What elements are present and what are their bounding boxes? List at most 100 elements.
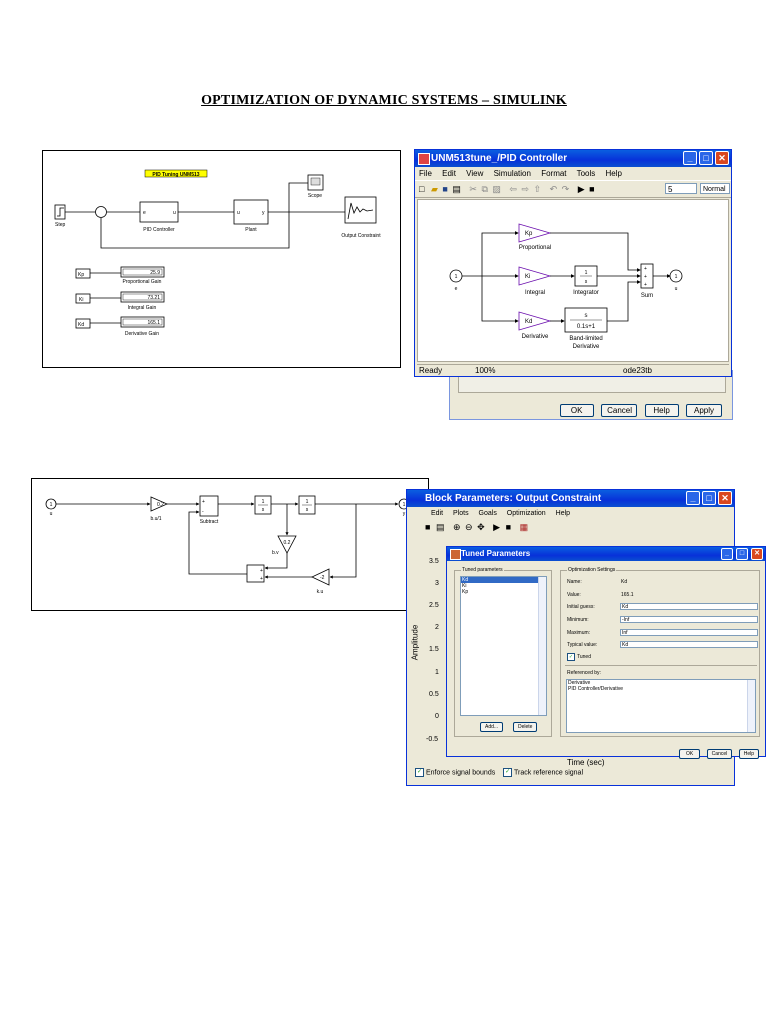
out-port-num: 1 — [675, 274, 678, 280]
kp-gain[interactable] — [518, 223, 552, 243]
bp-save-icon[interactable]: ■ — [425, 522, 431, 532]
tuned-checkbox[interactable]: ✓ — [567, 653, 575, 661]
close-button[interactable]: ✕ — [715, 151, 729, 165]
bp-close-button[interactable]: ✕ — [718, 491, 732, 505]
param-item-ki[interactable]: Ki — [462, 583, 467, 589]
stop-time-field[interactable]: 5 — [665, 183, 697, 194]
cut-icon[interactable]: ✂ — [469, 184, 477, 194]
ki-gain[interactable] — [518, 266, 552, 286]
forward-icon[interactable]: ⇨ — [521, 184, 530, 194]
delete-button[interactable]: Delete — [513, 722, 538, 732]
menu-edit[interactable]: Edit — [442, 169, 456, 178]
gain-kd-var: Kd — [78, 322, 84, 328]
param-item-kd[interactable]: Kd — [461, 577, 540, 583]
enforce-bounds-checkbox[interactable]: ✓ — [415, 768, 424, 777]
copy-icon[interactable]: ⧉ — [481, 184, 488, 194]
sum-block[interactable] — [640, 263, 654, 289]
pid-in: e — [143, 210, 146, 216]
ref-scrollbar[interactable] — [747, 680, 755, 732]
zoom-out-icon[interactable]: ⊖ — [465, 522, 473, 532]
print-icon[interactable]: ▤ — [452, 184, 461, 194]
maximum-field[interactable]: Inf — [620, 629, 758, 636]
m2-gain1[interactable] — [150, 496, 168, 512]
menu-view[interactable]: View — [466, 169, 484, 178]
play-icon[interactable]: ▶ — [577, 184, 585, 194]
zoom-in-icon[interactable]: ⊕ — [452, 522, 461, 532]
gain-kd[interactable]: Kd 165.1 Derivative Gain — [75, 316, 165, 337]
menu-file[interactable]: File — [419, 169, 432, 178]
track-reference-checkbox[interactable]: ✓ — [503, 768, 513, 777]
tuned-minimize-button[interactable]: _ — [721, 548, 733, 560]
bp-plot-icon[interactable]: ▦ — [519, 522, 529, 532]
paste-icon[interactable]: ▨ — [492, 184, 501, 194]
cancel-button[interactable]: Cancel — [601, 404, 638, 417]
help-button[interactable]: Help — [644, 404, 679, 417]
sum-block[interactable] — [95, 206, 107, 218]
sum-sign-2: + — [644, 274, 647, 280]
name-label: Name: — [567, 579, 582, 585]
param-item-kp[interactable]: Kp — [462, 589, 469, 595]
bp-maximize-button[interactable]: □ — [702, 491, 716, 505]
deriv-den: 0.1s+1 — [577, 324, 596, 330]
list-scrollbar[interactable] — [538, 577, 546, 715]
m2-int1-den: s — [262, 507, 265, 513]
tuned-params-list[interactable]: Kd Ki Kp — [460, 576, 547, 716]
time-label: Time (sec) — [567, 758, 605, 767]
tuned-ok-button[interactable]: OK — [678, 749, 701, 759]
menu-tools[interactable]: Tools — [576, 169, 596, 178]
tuned-cancel-button[interactable]: Cancel — [706, 749, 733, 759]
menu-simulation[interactable]: Simulation — [493, 169, 531, 178]
m2-subtract-block[interactable] — [199, 495, 219, 517]
open-icon[interactable]: ▰ — [430, 184, 438, 194]
integral-label: Integral — [525, 290, 545, 296]
tuned-titlebar[interactable]: Tuned Parameters _ □ ✕ — [447, 547, 765, 561]
apply-button[interactable]: Apply — [686, 404, 722, 417]
bp-print-icon[interactable]: ▤ — [435, 522, 445, 532]
kd-gain[interactable] — [518, 311, 552, 331]
block-params-titlebar[interactable]: Block Parameters: Output Constraint _ □ … — [407, 490, 734, 507]
add-button[interactable]: Add... — [480, 722, 504, 732]
m2-sum2-block[interactable] — [246, 564, 265, 583]
ki-text: Ki — [525, 274, 530, 280]
redo-icon[interactable]: ↷ — [561, 184, 570, 194]
m2-sub-sign-2: - — [202, 509, 204, 515]
gain-kp[interactable]: Kp 25.9 Proportional Gain — [75, 266, 165, 285]
undo-icon[interactable]: ↶ — [549, 184, 558, 194]
menu-format[interactable]: Format — [541, 169, 567, 178]
bp-menu-optimization[interactable]: Optimization — [506, 510, 546, 517]
maximize-button[interactable]: □ — [699, 151, 713, 165]
save-icon[interactable]: ■ — [442, 184, 448, 194]
m2-gain3[interactable] — [311, 568, 330, 586]
gain-ki[interactable]: Ki 73.21 Integral Gain — [75, 291, 165, 311]
menu-help[interactable]: Help — [605, 169, 622, 178]
ok-button[interactable]: OK — [559, 404, 594, 417]
referenced-by-list[interactable]: Derivative PID Controller/Derivative — [566, 679, 756, 733]
new-icon[interactable]: □ — [419, 184, 425, 194]
bp-menu-help[interactable]: Help — [555, 510, 571, 517]
bp-menu-goals[interactable]: Goals — [478, 510, 497, 517]
bp-minimize-button[interactable]: _ — [686, 491, 700, 505]
back-icon[interactable]: ⇦ — [509, 184, 517, 194]
tuned-close-button[interactable]: ✕ — [751, 548, 763, 560]
pid-toolbar: □ ▰ ■ ▤ ✂ ⧉ ▨ ⇦ ⇨ ⇧ ↶ ↷ ▶ ■ 5 Normal — [415, 180, 731, 198]
referenced-by-label: Referenced by: — [567, 670, 601, 676]
bp-play-icon[interactable]: ▶ — [493, 522, 501, 532]
bp-menu-edit[interactable]: Edit — [431, 510, 444, 517]
typical-value-field[interactable]: Kd — [620, 641, 758, 648]
out-port[interactable] — [669, 269, 683, 283]
output-constraint-label: Output Constraint — [341, 233, 381, 239]
m2-gain1-value: 0.2 — [157, 502, 164, 508]
bp-stop-icon[interactable]: ■ — [505, 522, 512, 532]
minimize-button[interactable]: _ — [683, 151, 697, 165]
tuned-maximize-button[interactable]: □ — [736, 548, 748, 560]
up-icon[interactable]: ⇧ — [533, 184, 542, 194]
initial-guess-field[interactable]: Kd — [620, 603, 758, 610]
pan-icon[interactable]: ✥ — [477, 522, 485, 532]
sim-mode-select[interactable]: Normal — [700, 183, 730, 194]
m2-gain2[interactable] — [277, 535, 297, 554]
bp-menu-plots[interactable]: Plots — [453, 510, 469, 517]
minimum-field[interactable]: -Inf — [620, 616, 758, 623]
pid-window-titlebar[interactable]: UNM513tune_/PID Controller _ □ ✕ — [415, 150, 731, 167]
tuned-help-button[interactable]: Help — [738, 749, 759, 759]
stop-icon[interactable]: ■ — [589, 184, 595, 194]
